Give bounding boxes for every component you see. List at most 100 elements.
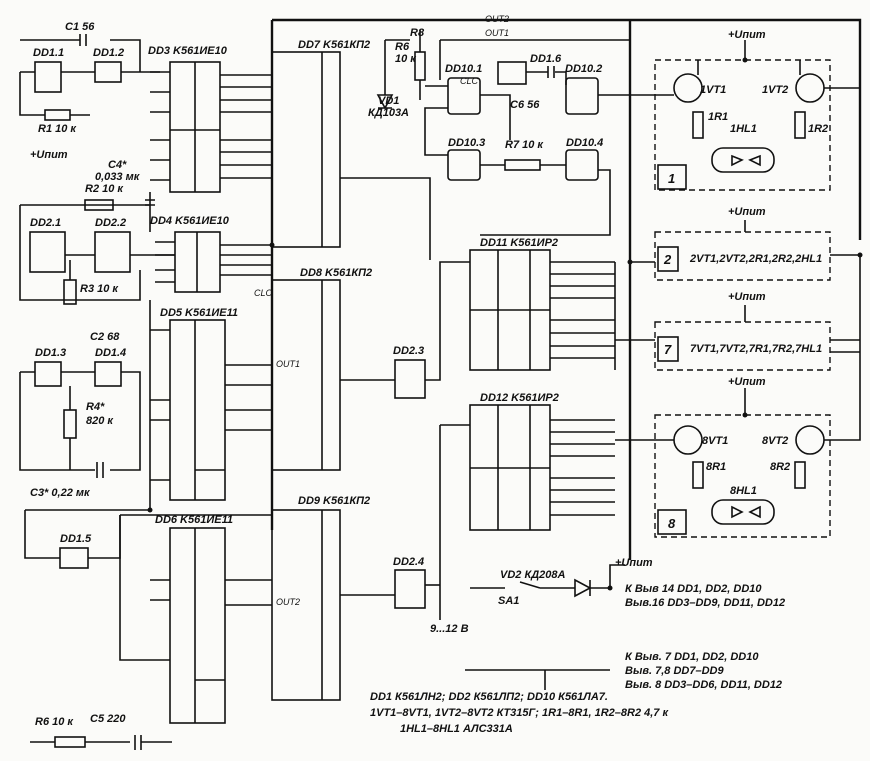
label-dd10-4: DD10.4 [566,137,603,149]
led-block-1 [630,18,862,240]
label-c4-value: 0,033 мк [95,171,141,183]
label-c6: C6 56 [510,99,540,111]
label-dd1-2: DD1.2 [93,47,124,59]
label-r3: R3 10 к [80,283,119,295]
counter-dd3 [150,61,260,193]
note-ground-2: Выв. 7,8 DD7–DD9 [625,665,724,677]
legend-line-3: 1HL1–8HL1 АЛС331А [400,723,513,735]
label-supply-input: +Uпит [615,557,653,569]
net-out1: OUT1 [485,28,509,38]
oscillator-2 [19,192,175,305]
register-dd12 [439,404,615,620]
mux-dd9 [271,509,395,701]
net-out1-dd8: OUT1 [276,359,300,369]
label-supply-left: +Uпит [30,149,68,161]
block2-text: 2VT1,2VT2,2R1,2R2,2HL1 [689,253,822,265]
label-dd8: DD8 K561КП2 [300,267,372,279]
block7-text: 7VT1,7VT2,7R1,7R2,7HL1 [690,343,822,355]
label-r8: R8 [410,27,425,39]
label-r7: R7 10 к [505,139,544,151]
block1-vt1: 1VT1 [700,84,726,96]
label-dd3: DD3 K561ИЕ10 [148,45,228,57]
label-r2: R2 10 к [85,183,124,195]
block8-vt2: 8VT2 [762,435,788,447]
block1-hl: 1HL1 [730,123,757,135]
label-supply-1: +Uпит [728,29,766,41]
net-out2: OUT2 [485,14,509,24]
led-block-2 [630,220,860,281]
block2-number: 2 [663,252,672,267]
label-supply-7: +Uпит [728,291,766,303]
label-supply-8: +Uпит [728,376,766,388]
label-dd2-2: DD2.2 [95,217,126,229]
label-c5: C5 220 [90,713,126,725]
power-input [465,564,625,690]
control-logic [376,30,630,236]
label-dd1-6: DD1.6 [530,53,562,65]
block1-number: 1 [668,171,675,186]
label-dd12: DD12 K561ИР2 [480,392,559,404]
label-c4: C4* [108,159,127,171]
legend-line-2: 1VT1–8VT1, 1VT2–8VT2 КТ315Г; 1R1–8R1, 1R… [370,707,669,719]
note-ground-3: Выв. 8 DD3–DD6, DD11, DD12 [625,679,782,691]
wire-r6-c5 [30,735,172,750]
led-block-7 [615,305,860,371]
label-dd10-1: DD10.1 [445,63,482,75]
label-dd4: DD4 K561ИЕ10 [150,215,230,227]
junction-dots [147,57,863,591]
label-dd11: DD11 K561ИР2 [480,237,558,249]
legend-line-1: DD1 К561ЛН2; DD2 К561ЛП2; DD10 К561ЛА7. [370,691,608,703]
label-r6: R6 10 к [35,716,74,728]
block8-hl: 8HL1 [730,485,757,497]
oscillator-1 [19,34,160,121]
label-dd2-3: DD2.3 [393,345,424,357]
label-sa1: SA1 [498,595,519,607]
mux-dd8 [271,279,395,471]
label-dd1-5: DD1.5 [60,533,92,545]
block8-r1: 8R1 [706,461,726,473]
gate-dd2-4 [394,569,426,609]
label-r4-value: 820 к [86,415,114,427]
block1-r2: 1R2 [808,123,828,135]
net-clc-dd10: CLC [460,76,479,86]
label-c1: C1 56 [65,21,95,33]
register-dd11 [469,249,616,371]
label-dd10-2: DD10.2 [565,63,602,75]
block1-vt2: 1VT2 [762,84,788,96]
label-dd7: DD7 K561КП2 [298,39,370,51]
gate-dd1-1 [34,61,62,93]
label-vd1: VD1 [378,95,399,107]
note-power-2: Выв.16 DD3–DD9, DD11, DD12 [625,597,785,609]
label-vd1-value: КД103А [368,107,409,119]
counter-dd5 [149,300,272,510]
counter-dd4 [155,231,272,293]
label-r6b: R6 [395,41,410,53]
label-dd5: DD5 K561ИЕ11 [160,307,238,319]
label-dd1-3: DD1.3 [35,347,66,359]
label-dd1-1: DD1.1 [33,47,64,59]
label-c3: C3* 0,22 мк [30,487,91,499]
block8-number: 8 [668,516,676,531]
oscillator-3 [19,361,141,478]
block8-r2: 8R2 [770,461,790,473]
note-ground-1: К Выв. 7 DD1, DD2, DD10 [625,651,759,663]
label-voltage: 9...12 В [430,623,469,635]
gate-dd2-3 [394,359,426,399]
block1-r1: 1R1 [708,111,728,123]
resistor-r6b [54,736,86,748]
block7-number: 7 [664,342,672,357]
net-out2-dd9: OUT2 [276,597,300,607]
label-r6b-value: 10 к [395,53,417,65]
block8-vt1: 8VT1 [702,435,728,447]
label-supply-2: +Uпит [728,206,766,218]
label-dd6: DD6 K561ИЕ11 [155,514,233,526]
label-dd2-1: DD2.1 [30,217,61,229]
label-c2: C2 68 [90,331,120,343]
mux-dd7 [260,51,431,260]
net-clc: CLC [254,288,273,298]
label-r4: R4* [86,401,105,413]
resistor-r1 [44,109,71,121]
